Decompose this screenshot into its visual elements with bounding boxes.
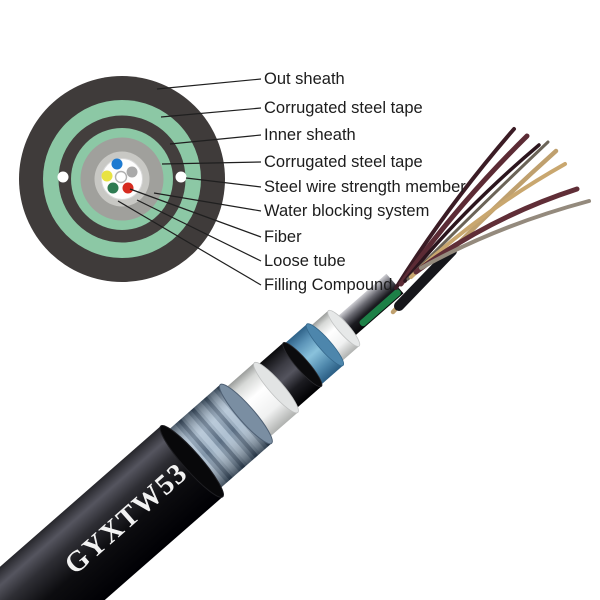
label-fiber: Fiber: [264, 228, 302, 246]
leader-line-water-blocking: [153, 192, 262, 212]
cable-core-wrap-white: [306, 310, 360, 366]
cable-3d: GYXTW53: [0, 273, 404, 600]
green-fiber-strand: [359, 289, 401, 327]
armor-shading: [164, 384, 272, 493]
fiber-strand-maroon: [398, 133, 530, 287]
white-sheath-cut-face: [253, 361, 299, 414]
fiber-strand-black: [403, 143, 541, 283]
fiber-dot-red: [122, 182, 134, 194]
leader-line-steel-wire: [185, 177, 262, 188]
label-filling-compound: Filling Compound: [264, 276, 392, 294]
fiber-strand-gray: [419, 199, 591, 270]
label-steel-wire: Steel wire strength member: [264, 178, 466, 196]
label-inner-sheath: Inner sheath: [264, 126, 356, 144]
leader-lines: [117, 78, 262, 286]
blue-tape-cut-face: [305, 323, 345, 367]
steel-wire-left: [57, 171, 69, 183]
fiber-dot-white: [114, 170, 128, 184]
fiber-strand-fan: [390, 127, 591, 315]
inner-black-cut-face: [282, 341, 323, 388]
cable-outer-jacket: [0, 426, 223, 600]
loose-tube-piece: [394, 246, 457, 311]
label-out-sheath: Out sheath: [264, 70, 345, 88]
cable-water-tape-blue: [281, 324, 344, 388]
cable-inner-black-layer: [253, 342, 322, 413]
core-wrap-cut-face: [327, 309, 361, 347]
cable-inner-sheath-white: [221, 362, 298, 442]
steel-wire-right: [175, 171, 187, 183]
leader-line-out-sheath: [156, 78, 262, 90]
leader-line-inner-sheath: [169, 134, 262, 145]
layer-labels: Out sheath Corrugated steel tape Inner s…: [264, 70, 466, 294]
leader-line-fiber: [129, 188, 262, 238]
jacket-cut-face: [159, 425, 224, 498]
label-water-blocking: Water blocking system: [264, 202, 429, 220]
leader-line-corrugated-tape-outer: [160, 107, 262, 118]
fiber-dot-blue: [111, 158, 123, 170]
label-corrugated-tape-inner: Corrugated steel tape: [264, 153, 423, 171]
label-loose-tube: Loose tube: [264, 252, 346, 270]
fiber-dot-gray: [126, 166, 138, 178]
leader-line-corrugated-tape-inner: [161, 161, 262, 165]
cable-loose-tube-core: [333, 273, 404, 340]
fiber-strand-dark-maroon: [394, 127, 516, 290]
fiber-dot-yellow: [101, 170, 113, 182]
leader-line-loose-tube: [136, 199, 262, 262]
leader-line-filling-compound: [117, 200, 262, 286]
fiber-dot-green: [107, 182, 119, 194]
armor-cut-face: [219, 383, 273, 445]
label-corrugated-tape-outer: Corrugated steel tape: [264, 99, 423, 117]
